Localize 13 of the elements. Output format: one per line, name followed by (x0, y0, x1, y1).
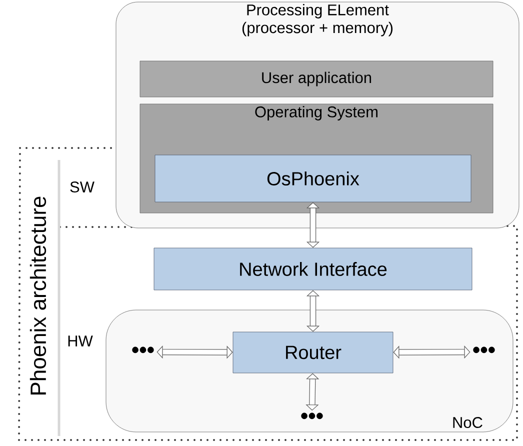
module-box: Network Interface (154, 248, 472, 290)
layer-box: User application (140, 60, 494, 98)
module-box: OsPhoenix (154, 154, 472, 202)
ellipsis: ••• (301, 412, 323, 420)
router-box: Router (232, 332, 394, 374)
double-arrow (393, 345, 470, 359)
ellipsis: ••• (132, 346, 154, 354)
double-arrow (306, 202, 320, 248)
double-arrow (306, 290, 320, 332)
region-label: HW (68, 336, 93, 346)
ellipsis: ••• (473, 346, 495, 354)
double-arrow (156, 346, 233, 359)
region-label: SW (70, 182, 94, 192)
